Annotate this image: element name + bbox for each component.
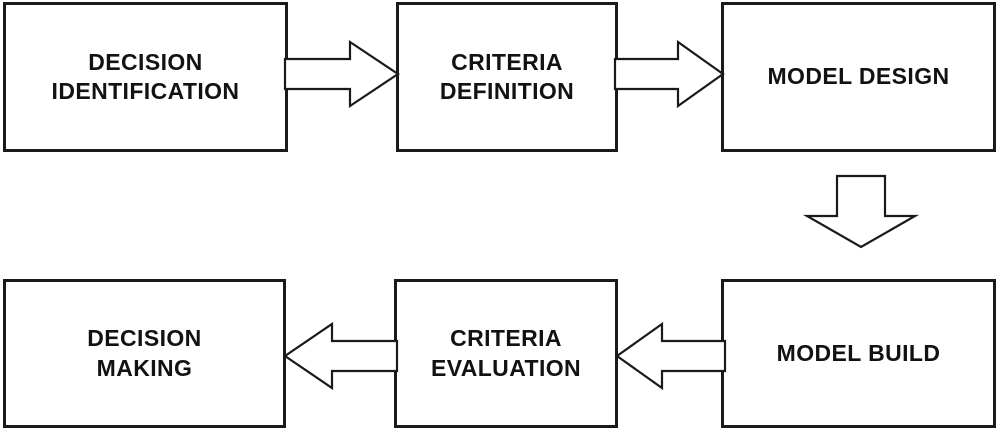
node-criteria-evaluation[interactable]: CRITERIA EVALUATION [394,279,618,428]
node-decision-identification[interactable]: DECISION IDENTIFICATION [3,2,288,152]
arrow-identification-to-definition-icon [283,39,400,109]
node-label-model-design: MODEL DESIGN [767,63,950,90]
node-model-design[interactable]: MODEL DESIGN [721,2,996,152]
node-label-criteria-evaluation: CRITERIA EVALUATION [430,325,582,381]
node-criteria-definition[interactable]: CRITERIA DEFINITION [396,2,618,152]
node-decision-making[interactable]: DECISION MAKING [3,279,286,428]
node-label-model-build: MODEL BUILD [776,339,941,366]
arrow-evaluation-to-making-icon [283,321,399,391]
node-model-build[interactable]: MODEL BUILD [721,279,996,428]
arrow-definition-to-design-icon [613,39,725,109]
node-label-criteria-definition: CRITERIA DEFINITION [439,48,575,104]
node-label-decision-making: DECISION MAKING [87,325,202,381]
arrow-design-to-build-icon [802,174,920,249]
arrow-build-to-evaluation-icon [615,321,727,391]
node-label-decision-identification: DECISION IDENTIFICATION [51,48,240,104]
